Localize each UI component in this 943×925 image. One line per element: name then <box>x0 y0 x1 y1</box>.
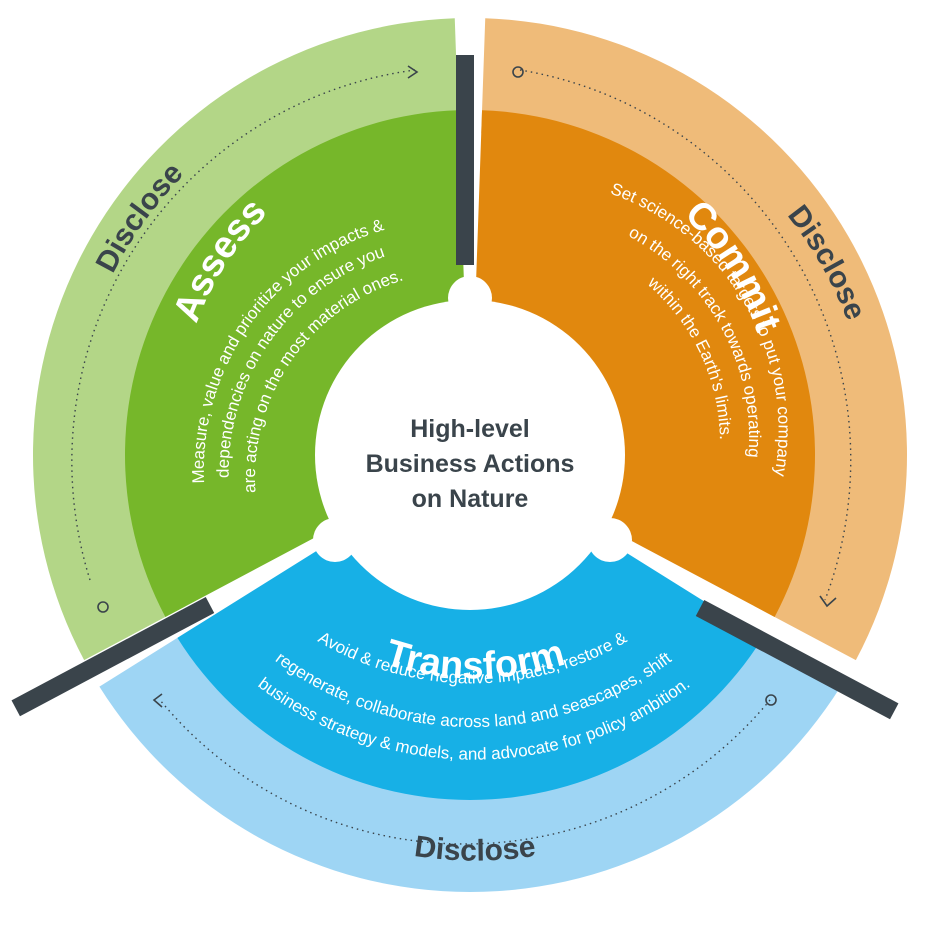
transform-disclose-label: Disclose <box>413 830 538 868</box>
divider-top <box>456 55 474 265</box>
center-title-line-2: Business Actions <box>366 450 575 478</box>
divider-left <box>11 597 215 717</box>
commit-arrowhead-icon <box>819 595 837 608</box>
center-title-line-3: on Nature <box>412 485 529 513</box>
transform-arrowhead-icon <box>152 693 163 708</box>
commit-inner-segment <box>474 110 816 617</box>
transform-outer-segment <box>99 625 841 893</box>
divider-right <box>695 600 899 720</box>
commit-dotted-arc <box>519 69 852 601</box>
transform-dotted-arc <box>159 699 771 845</box>
transform-arc-start-icon <box>765 694 777 706</box>
transform-inner-segment <box>177 518 763 800</box>
assess-inner-segment <box>124 110 466 617</box>
commit-arc-start-icon <box>512 66 524 78</box>
center-title-line-1: High-level <box>410 415 529 443</box>
assess-arrowhead-icon <box>407 65 419 79</box>
center-hub <box>313 276 632 610</box>
assess-arc-start-icon <box>97 601 109 613</box>
cycle-arrows <box>71 69 852 845</box>
arrow-ends <box>97 65 837 708</box>
